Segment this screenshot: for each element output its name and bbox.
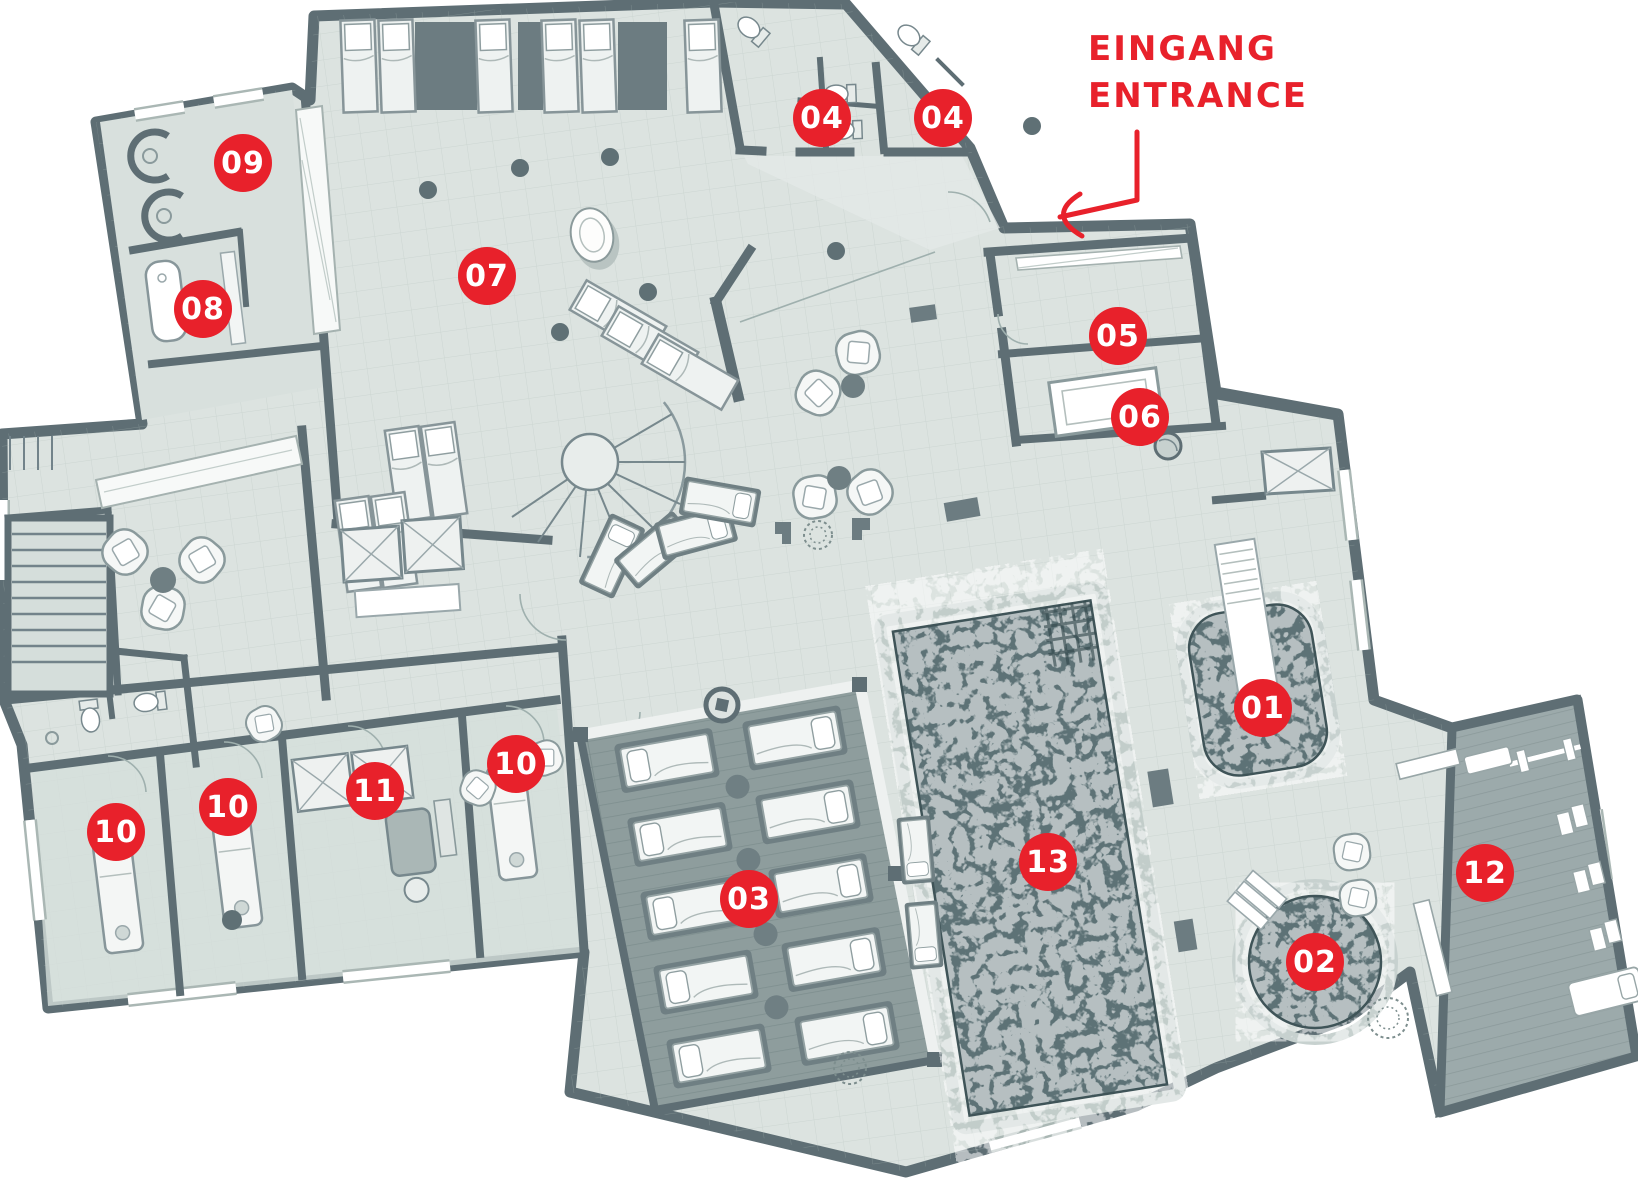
room-marker-12[interactable]: 12 [1456, 844, 1514, 902]
room-marker-06[interactable]: 06 [1111, 388, 1169, 446]
entrance-arrow-icon [1057, 129, 1140, 239]
room-marker-08[interactable]: 08 [174, 280, 232, 338]
entrance-label-de: EINGANG [1088, 29, 1277, 69]
room-marker-02[interactable]: 02 [1286, 933, 1344, 991]
room-08-09-fixtures [127, 128, 247, 346]
terrace-furniture [1330, 830, 1409, 1039]
lobby-furniture [739, 242, 981, 550]
pool-deck [895, 768, 1198, 971]
room-marker-13[interactable]: 13 [1019, 833, 1077, 891]
room-marker-10-12[interactable]: 10 [487, 735, 545, 793]
room-marker-10-10[interactable]: 10 [87, 803, 145, 861]
room-marker-07[interactable]: 07 [458, 247, 516, 305]
room-marker-10-11[interactable]: 10 [199, 778, 257, 836]
room-marker-11[interactable]: 11 [346, 762, 404, 820]
entrance-label: EINGANG ENTRANCE [1088, 26, 1308, 120]
waiting-lounge [94, 521, 233, 634]
light-bands [94, 104, 1183, 510]
room-marker-05[interactable]: 05 [1089, 307, 1147, 365]
room-marker-09[interactable]: 09 [214, 134, 272, 192]
room-marker-04-3[interactable]: 04 [793, 89, 851, 147]
room-07-furniture [333, 18, 763, 601]
shaft [1260, 446, 1336, 496]
staircase-left [4, 436, 114, 698]
zone-tints [32, 90, 1000, 1006]
entrance-label-en: ENTRANCE [1088, 76, 1308, 116]
room-marker-03[interactable]: 03 [720, 870, 778, 928]
room-marker-04-4[interactable]: 04 [914, 89, 972, 147]
fitness-room [1395, 694, 1638, 1119]
room-marker-01[interactable]: 01 [1234, 679, 1292, 737]
changing-cabins [338, 515, 466, 619]
